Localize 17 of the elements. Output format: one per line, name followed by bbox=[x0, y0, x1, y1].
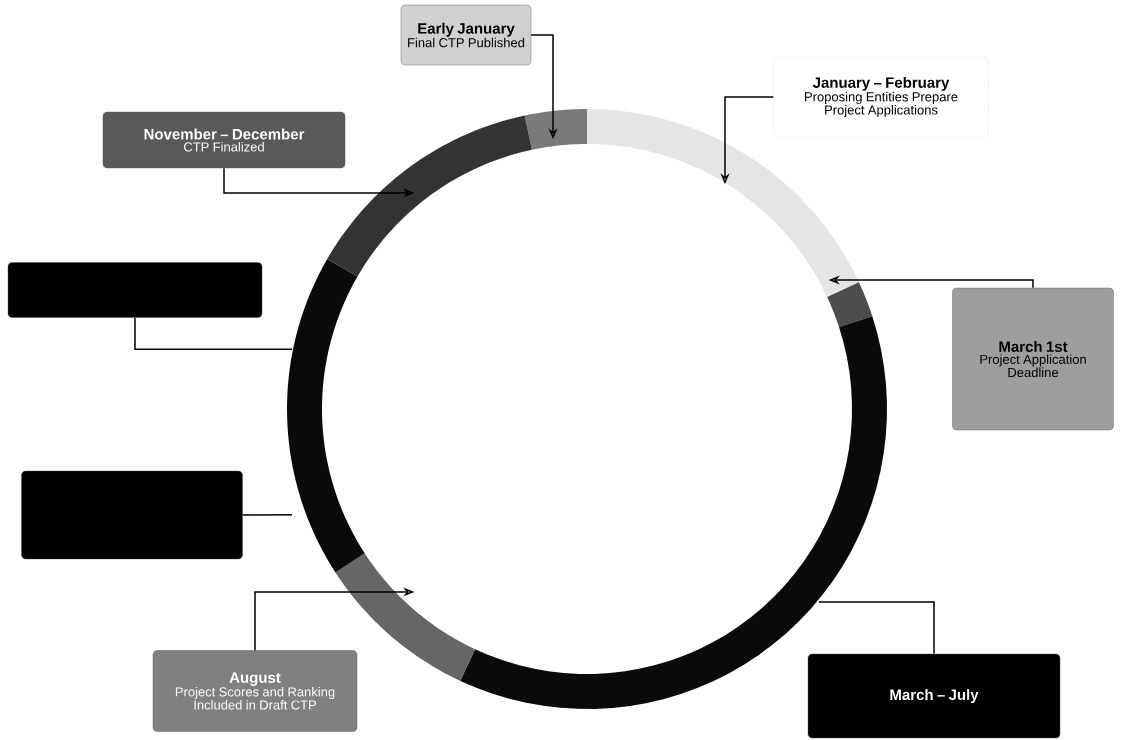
timeline-box: Early January Final CTP Published bbox=[400, 4, 532, 66]
ring-segment bbox=[827, 282, 873, 328]
timeline-box: March – July bbox=[807, 653, 1061, 739]
leader-line bbox=[817, 601, 935, 655]
blank-box bbox=[21, 470, 243, 560]
leader-line bbox=[241, 513, 293, 516]
timeline-box: January – February Proposing Entities Prepare Project Applications bbox=[773, 56, 989, 138]
ring-segment bbox=[460, 316, 887, 709]
timeline-box: November – December CTP Finalized bbox=[102, 111, 346, 169]
ring-segment bbox=[524, 109, 587, 150]
timeline-box: August Project Scores and Ranking Included in Draft CTP bbox=[152, 650, 358, 732]
ring-segment bbox=[335, 553, 475, 681]
blank-box bbox=[7, 262, 263, 318]
ring-segment bbox=[327, 115, 532, 277]
ring-segment bbox=[287, 259, 365, 573]
leader-line bbox=[134, 316, 293, 351]
timeline-box: March 1st Project Application Deadline bbox=[952, 287, 1114, 431]
